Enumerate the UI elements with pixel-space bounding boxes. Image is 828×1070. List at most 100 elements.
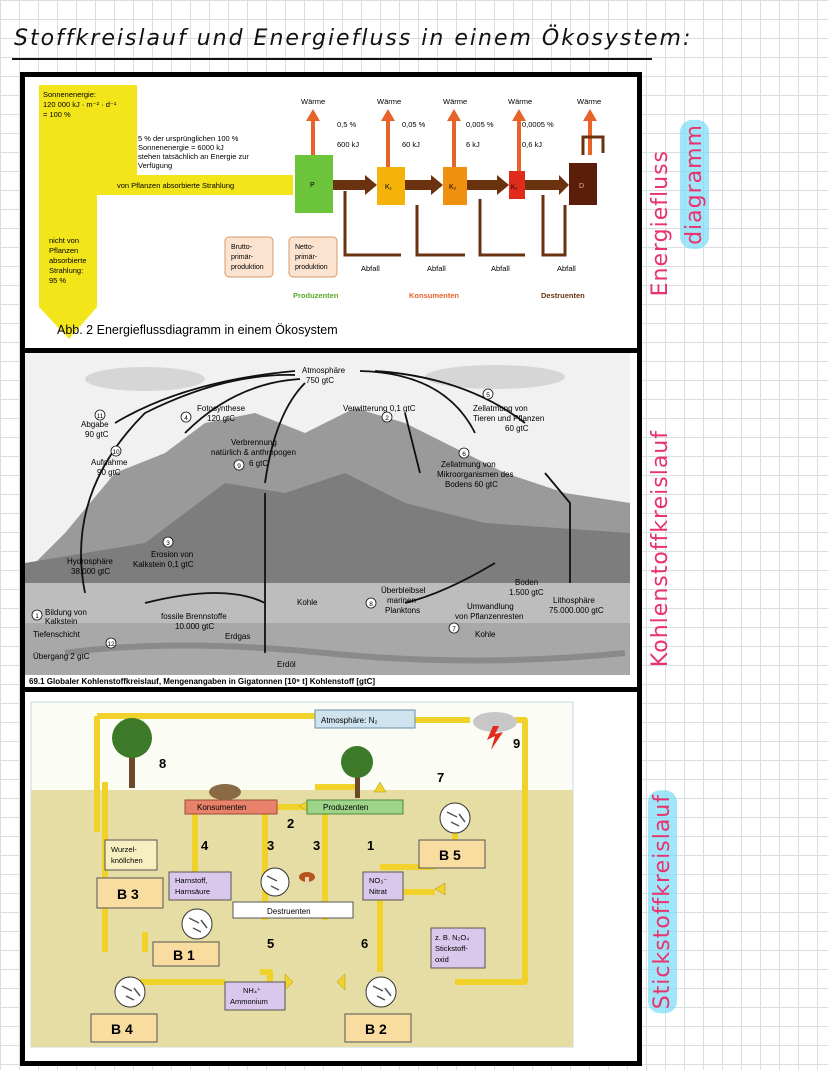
waste-label: Abfall xyxy=(361,264,380,273)
microbe-respiration: Bodens 60 gtC xyxy=(445,480,498,489)
percent-label: 0,005 % xyxy=(466,120,494,129)
box-label: K₁ xyxy=(385,184,393,191)
step-number: 7 xyxy=(437,770,444,785)
weathering-label: Verwitterung 0,1 gtC xyxy=(343,404,416,413)
netto-label: Netto- xyxy=(295,244,315,251)
section-divider xyxy=(20,348,642,353)
box-label: P xyxy=(310,182,315,189)
combustion-value: 6 gtC xyxy=(249,459,268,468)
kj-label: 0,6 kJ xyxy=(522,140,542,149)
respiration-label: Tieren und Pflanzen xyxy=(473,414,544,423)
energy-flow-diagram: Sonnenenergie: 120 000 kJ · m⁻² · d⁻¹ = … xyxy=(25,77,630,347)
limestone-label: Kalkstein xyxy=(45,617,77,626)
heat-label: Wärme xyxy=(508,97,532,106)
netto-label: primär- xyxy=(295,254,318,261)
page-title: Stoffkreislauf und Energiefluss in einem… xyxy=(14,26,693,51)
nitrogen-oxide-label: oxid xyxy=(435,955,449,964)
combustion-label: Verbrennung xyxy=(231,438,277,447)
brutto-label: produktion xyxy=(231,264,264,271)
root-nodule-label: Wurzel- xyxy=(111,845,137,854)
step-number: 11 xyxy=(97,413,104,420)
root-nodule-label: knöllchen xyxy=(111,856,143,865)
step-number: 9 xyxy=(513,736,520,751)
plankton-label: Planktons xyxy=(385,606,420,615)
photosynthesis-label: Fotosynthese xyxy=(197,404,246,413)
percent-label: 0,05 % xyxy=(402,120,426,129)
sun-value: 120 000 kJ · m⁻² · d⁻¹ xyxy=(43,100,117,109)
note-line: Sonnenenergie = 6000 kJ xyxy=(138,143,224,152)
hydrosphere-label: Hydrosphäre xyxy=(67,557,113,566)
photosynthesis-value: 120 gtC xyxy=(207,414,235,423)
deep-layer-label: Tiefenschicht xyxy=(33,630,81,639)
side-label-carbon: Kohlenstoffkreislauf xyxy=(648,430,673,668)
step-number: 5 xyxy=(486,392,490,399)
heat-label: Wärme xyxy=(301,97,325,106)
step-number: 3 xyxy=(267,838,274,853)
step-number: 6 xyxy=(361,936,368,951)
netto-label: produktion xyxy=(295,264,328,271)
step-number: 3 xyxy=(166,540,170,547)
lithosphere-value: 75.000.000 gtC xyxy=(549,606,604,615)
combustion-label: natürlich & anthropogen xyxy=(211,448,296,457)
step-number: 8 xyxy=(159,756,166,771)
brutto-label: Brutto- xyxy=(231,244,253,251)
ammonium-label: Ammonium xyxy=(230,997,268,1006)
brutto-label: primär- xyxy=(231,254,254,261)
percent-label: 0,0005 % xyxy=(522,120,554,129)
decomposer-box xyxy=(569,163,597,205)
nitrogen-cycle-diagram: Atmosphäre: N₂ Konsumenten Produzenten W… xyxy=(25,692,630,1050)
b3-label: B 3 xyxy=(117,886,139,902)
step-number: 2 xyxy=(385,415,389,422)
b4-label: B 4 xyxy=(111,1021,133,1037)
sun-label: Sonnenenergie: xyxy=(43,90,96,99)
step-number: 4 xyxy=(184,415,188,422)
note-line: stehen tatsächlich an Energie zur xyxy=(138,152,249,161)
step-number: 10 xyxy=(112,449,120,456)
note-line: Verfügung xyxy=(138,161,172,170)
coal-label: Kohle xyxy=(297,598,318,607)
microbe-respiration: Zellatmung von xyxy=(441,460,496,469)
lithosphere-label: Lithosphäre xyxy=(553,596,595,605)
step-number: 9 xyxy=(237,463,241,470)
kj-label: 60 kJ xyxy=(402,140,420,149)
gas-label: Erdgas xyxy=(225,632,250,641)
oil-label: Erdöl xyxy=(277,660,296,669)
consumers-label: Konsumenten xyxy=(197,803,246,812)
n2-atmosphere-label: Atmosphäre: N₂ xyxy=(321,716,377,725)
step-number: 3 xyxy=(313,838,320,853)
respiration-value: 60 gtC xyxy=(505,424,529,433)
title-underline xyxy=(12,58,652,60)
step-number: 2 xyxy=(287,816,294,831)
step-number: 1 xyxy=(367,838,374,853)
fossil-fuels-label: fossile Brennstoffe xyxy=(161,612,227,621)
b1-label: B 1 xyxy=(173,947,195,963)
consumers-label: Konsumenten xyxy=(409,291,459,300)
carbon-cycle-diagram: Atmosphäre 750 gtC Fotosynthese 120 gtC … xyxy=(25,353,630,687)
decomposers-label: Destruenten xyxy=(541,291,585,300)
consumer2-box xyxy=(443,167,467,205)
step-number: 1 xyxy=(35,613,39,620)
limestone-label: Bildung von xyxy=(45,608,87,617)
not-absorbed-label: Pflanzen xyxy=(49,246,78,255)
step-number: 8 xyxy=(369,601,373,608)
sun-percent: = 100 % xyxy=(43,110,71,119)
box-label: K₃ xyxy=(511,185,518,191)
respiration-label: Zellatmung von xyxy=(473,404,528,413)
heat-label: Wärme xyxy=(377,97,401,106)
coal-label: Kohle xyxy=(475,630,496,639)
urea-label: Harnstoff, xyxy=(175,876,207,885)
release-value: 90 gtC xyxy=(85,430,109,439)
step-number: 4 xyxy=(201,838,209,853)
energy-caption: Abb. 2 Energieflussdiagramm in einem Öko… xyxy=(57,323,338,337)
hydrosphere-value: 38.000 gtC xyxy=(71,567,110,576)
step-number: 12 xyxy=(107,641,115,648)
erosion-label: Erosion von xyxy=(151,550,193,559)
sun-energy-shape xyxy=(39,85,293,339)
erosion-value: Kalkstein 0,1 gtC xyxy=(133,560,194,569)
not-absorbed-label: absorbierte xyxy=(49,256,87,265)
nitrogen-oxide-label: z. B. N₂O₄ xyxy=(435,933,469,942)
waste-label: Abfall xyxy=(557,264,576,273)
not-absorbed-label: Strahlung: xyxy=(49,266,83,275)
soil-label: Boden xyxy=(515,578,538,587)
box-label: K₂ xyxy=(449,184,457,191)
